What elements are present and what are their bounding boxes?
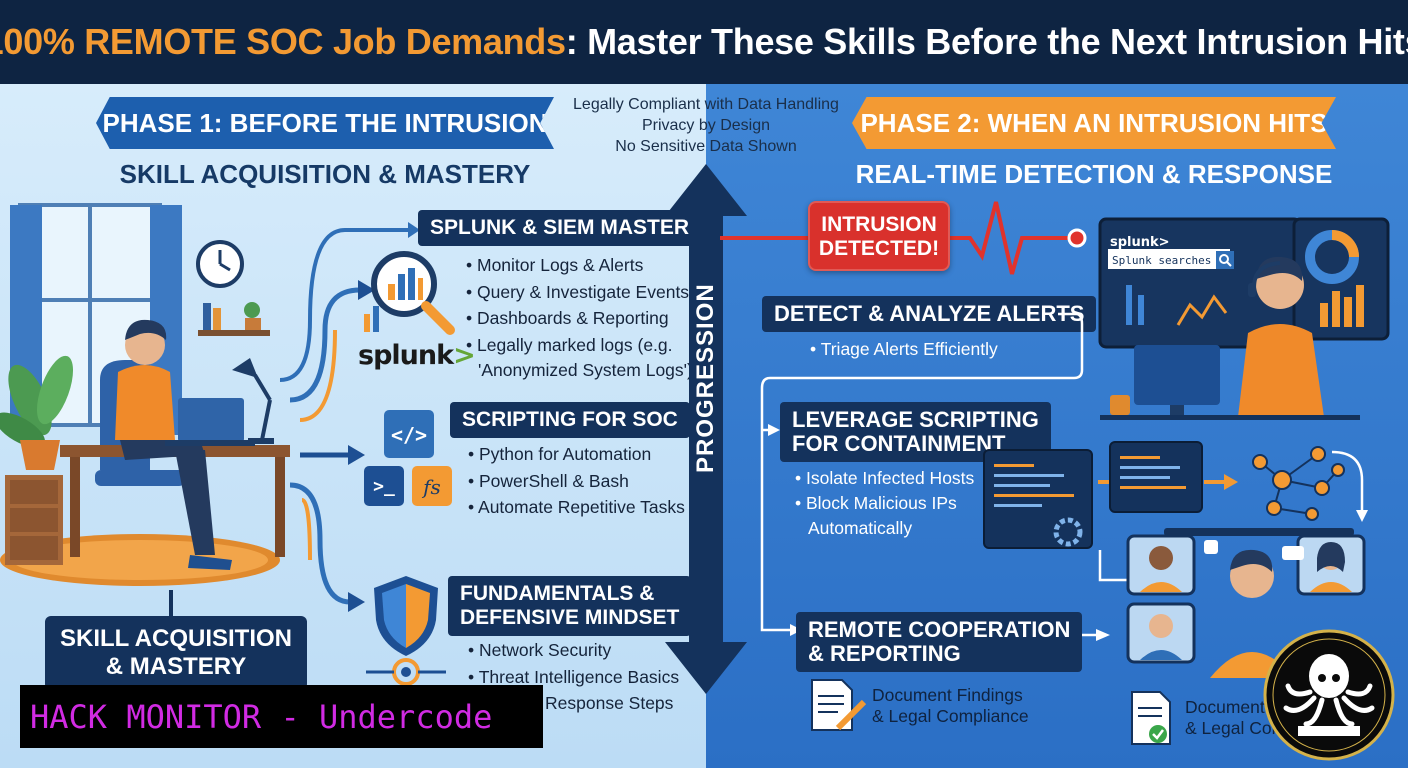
bullet-item: Triage Alerts Efficiently bbox=[810, 336, 998, 363]
title-line: FOR CONTAINMENT bbox=[792, 431, 1006, 456]
title-rest: : Master These Skills Before the Next In… bbox=[565, 21, 1408, 62]
connector-line bbox=[169, 590, 173, 618]
skill-flow-arrows bbox=[280, 222, 420, 612]
bullet-continuation: Automatically bbox=[808, 518, 913, 538]
containment-bullets: Isolate Infected Hosts Block Malicious I… bbox=[795, 466, 974, 516]
title-line: & REPORTING bbox=[808, 641, 961, 666]
compliance-note: Legally Compliant with Data Handling Pri… bbox=[560, 94, 852, 157]
bullet-item: Block Malicious IPs bbox=[795, 491, 974, 516]
phase1-banner: PHASE 1: BEFORE THE INTRUSION bbox=[96, 97, 554, 149]
bullet-item: Response Steps bbox=[545, 693, 674, 713]
svg-text:fs: fs bbox=[421, 475, 441, 499]
octopus-logo bbox=[1263, 629, 1395, 761]
remote-cooperation-title: REMOTE COOPERATION & REPORTING bbox=[796, 612, 1083, 672]
bullet-item: Python for Automation bbox=[468, 441, 685, 468]
analyst-workstation-illustration bbox=[1098, 217, 1390, 420]
doc-compliance-text: Document & Legal Com bbox=[1185, 697, 1286, 739]
watermark-banner: HACK MONITOR - Undercode bbox=[20, 685, 543, 748]
splunk-card-title: SPLUNK & SIEM MASTER bbox=[418, 210, 702, 246]
detect-bullets: Triage Alerts Efficiently bbox=[810, 336, 998, 363]
video-call-illustration bbox=[1126, 528, 1366, 678]
document-check-icon bbox=[1131, 691, 1171, 745]
bullet-item: Automate Repetitive Tasks bbox=[468, 494, 685, 521]
skill-acquisition-box: SKILL ACQUISITION & MASTERY bbox=[45, 616, 307, 690]
scripting-bullets: Python for Automation PowerShell & Bash … bbox=[468, 441, 685, 521]
title-line: FUNDAMENTALS & bbox=[460, 582, 655, 605]
code-tiles-icon: </> >_ fs bbox=[364, 410, 452, 506]
doc-line: & Legal Com bbox=[1185, 718, 1287, 738]
skill-box-line: & MASTERY bbox=[105, 653, 247, 680]
heartbeat-line bbox=[720, 201, 1087, 275]
intrusion-alert: INTRUSION DETECTED! bbox=[808, 201, 950, 271]
code-network-illustration bbox=[983, 441, 1345, 549]
bullet-item: Query & Investigate Events bbox=[466, 279, 689, 306]
plant-icon bbox=[0, 355, 74, 470]
shield-icon bbox=[366, 576, 446, 686]
bullet-item: PowerShell & Bash bbox=[468, 468, 685, 495]
bullet-item: Network Security bbox=[468, 637, 679, 664]
svg-text:>_: >_ bbox=[373, 476, 395, 497]
scripting-containment-title: LEVERAGE SCRIPTING FOR CONTAINMENT bbox=[780, 402, 1051, 462]
fundamentals-bullets: Network Security Threat Intelligence Bas… bbox=[468, 637, 679, 690]
header-bar: 100% REMOTE SOC Job Demands: Master Thes… bbox=[0, 0, 1408, 84]
magnifier-chart-icon bbox=[364, 251, 455, 335]
svg-text:</>: </> bbox=[391, 423, 427, 447]
doc-line: Document bbox=[1185, 697, 1265, 717]
progression-label: PROGRESSION bbox=[692, 283, 722, 473]
phase1-subtitle: SKILL ACQUISITION & MASTERY bbox=[119, 159, 531, 189]
monitor-search-field: Splunk searches bbox=[1112, 254, 1212, 267]
title-line: REMOTE COOPERATION bbox=[808, 617, 1071, 642]
phase2-banner: PHASE 2: WHEN AN INTRUSION HITS bbox=[852, 97, 1336, 149]
search-icon bbox=[1216, 251, 1234, 269]
bullet-item: Dashboards & Reporting bbox=[466, 305, 689, 332]
workspace-illustration bbox=[0, 203, 290, 586]
title-line: DEFENSIVE MINDSET bbox=[460, 606, 680, 629]
doc-line: Document Findings bbox=[872, 685, 1023, 705]
bullet-item: Legally marked logs (e.g. bbox=[466, 332, 689, 359]
compliance-line: No Sensitive Data Shown bbox=[615, 138, 797, 155]
bullet-item: Threat Intelligence Basics bbox=[468, 664, 679, 691]
doc-line: & Legal Compliance bbox=[872, 706, 1029, 726]
splunk-logo: splunk> bbox=[358, 340, 476, 371]
skill-box-line: SKILL ACQUISITION bbox=[59, 625, 292, 652]
scripting-card-title: SCRIPTING FOR SOC bbox=[450, 402, 690, 438]
clock-icon bbox=[196, 240, 244, 288]
title-line: LEVERAGE SCRIPTING bbox=[792, 407, 1039, 432]
title-accent: 100% REMOTE SOC Job Demands bbox=[0, 21, 566, 62]
compliance-line: Legally Compliant with Data Handling bbox=[573, 96, 839, 113]
alert-line: INTRUSION bbox=[821, 213, 937, 236]
fundamentals-card-title: FUNDAMENTALS & DEFENSIVE MINDSET bbox=[448, 576, 692, 636]
detect-analyze-title: DETECT & ANALYZE ALERTS bbox=[762, 296, 1097, 332]
page-title: 100% REMOTE SOC Job Demands: Master Thes… bbox=[0, 21, 1408, 63]
bullet-item: Isolate Infected Hosts bbox=[795, 466, 974, 491]
alert-line: DETECTED! bbox=[818, 237, 940, 260]
bullet-item: Monitor Logs & Alerts bbox=[466, 252, 689, 279]
splunk-logo-text: splunk bbox=[358, 340, 454, 371]
document-edit-icon bbox=[811, 679, 867, 731]
monitor-splunk-brand: splunk> bbox=[1110, 235, 1170, 250]
progression-arrow bbox=[665, 164, 747, 694]
doc-findings-text: Document Findings & Legal Compliance bbox=[872, 685, 1029, 727]
phase2-subtitle: REAL-TIME DETECTION & RESPONSE bbox=[855, 159, 1333, 189]
compliance-line: Privacy by Design bbox=[641, 117, 771, 134]
splunk-bullets: Monitor Logs & Alerts Query & Investigat… bbox=[466, 252, 689, 358]
bullet-continuation: 'Anonymized System Logs') bbox=[478, 360, 693, 380]
